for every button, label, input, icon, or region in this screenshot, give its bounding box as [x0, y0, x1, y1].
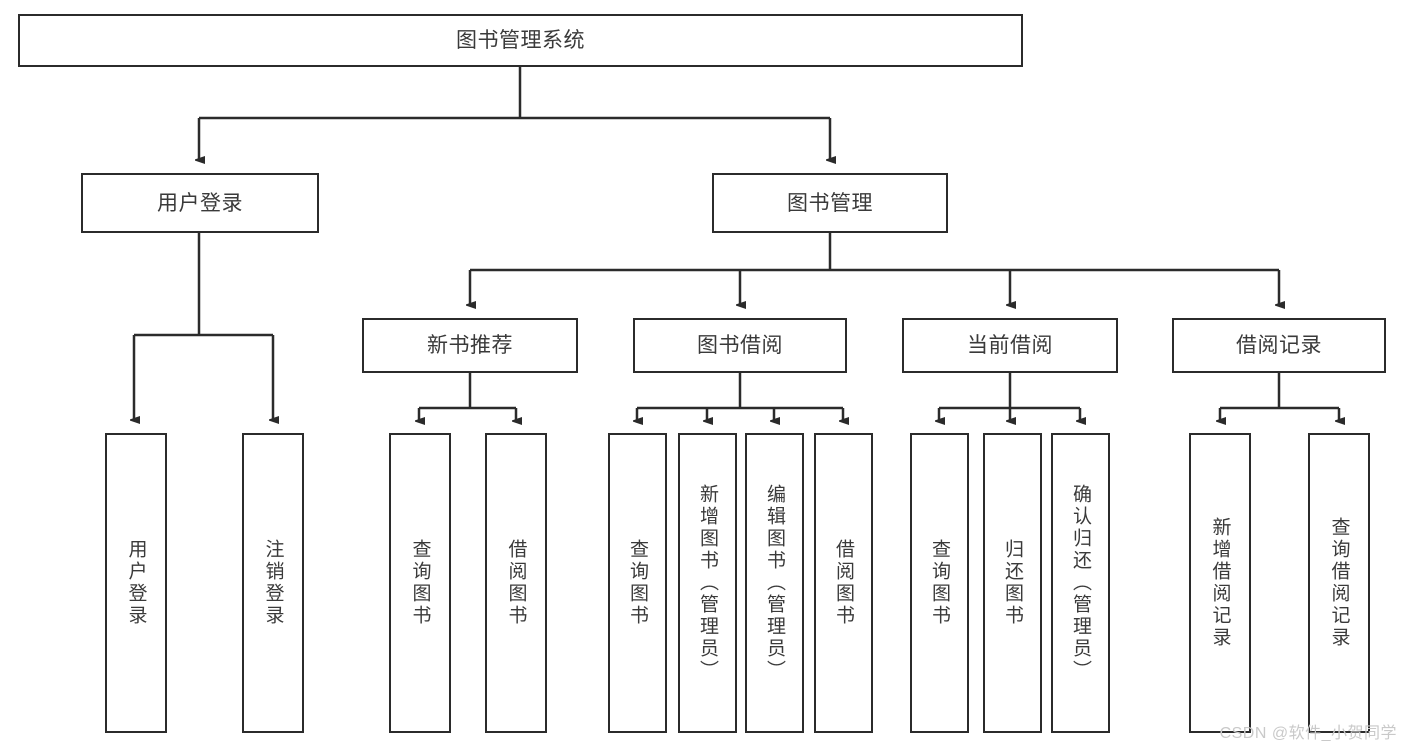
- leaf-leaf-user-login[interactable]: 用户登录: [105, 433, 167, 733]
- leaf-leaf-bb-query[interactable]: 查询图书: [608, 433, 667, 733]
- leaf-leaf-bb-add[interactable]: 新增图书（管理员）: [678, 433, 737, 733]
- leaf-leaf-lr-query[interactable]: 查询借阅记录: [1308, 433, 1370, 733]
- node-loan-records-label: 借阅记录: [1236, 334, 1322, 357]
- node-current-loans-label: 当前借阅: [967, 334, 1053, 357]
- leaf-leaf-logout-label: 注销登录: [262, 539, 284, 627]
- leaf-leaf-rec-borrow-label: 借阅图书: [505, 539, 527, 627]
- node-new-book-rec-label: 新书推荐: [427, 334, 513, 357]
- leaf-leaf-user-login-label: 用户登录: [125, 539, 147, 627]
- leaf-leaf-cl-return[interactable]: 归还图书: [983, 433, 1042, 733]
- leaf-leaf-lr-add-label: 新增借阅记录: [1209, 517, 1231, 649]
- leaf-leaf-lr-query-label: 查询借阅记录: [1328, 517, 1350, 649]
- node-user-login[interactable]: 用户登录: [81, 173, 319, 233]
- leaf-leaf-bb-edit-label: 编辑图书（管理员）: [764, 484, 785, 682]
- leaf-leaf-bb-borrow[interactable]: 借阅图书: [814, 433, 873, 733]
- node-new-book-rec[interactable]: 新书推荐: [362, 318, 578, 373]
- leaf-leaf-cl-query-label: 查询图书: [929, 539, 950, 627]
- leaf-leaf-bb-add-label: 新增图书（管理员）: [697, 484, 718, 682]
- leaf-leaf-cl-return-label: 归还图书: [1002, 539, 1023, 627]
- leaf-leaf-bb-edit[interactable]: 编辑图书（管理员）: [745, 433, 804, 733]
- leaf-leaf-rec-query-label: 查询图书: [409, 539, 431, 627]
- leaf-leaf-cl-confirm-label: 确认归还（管理员）: [1070, 484, 1091, 682]
- leaf-leaf-logout[interactable]: 注销登录: [242, 433, 304, 733]
- node-book-manage-label: 图书管理: [787, 191, 873, 215]
- leaf-leaf-bb-borrow-label: 借阅图书: [833, 539, 854, 627]
- leaf-leaf-rec-borrow[interactable]: 借阅图书: [485, 433, 547, 733]
- node-loan-records[interactable]: 借阅记录: [1172, 318, 1386, 373]
- node-user-login-label: 用户登录: [157, 191, 243, 215]
- node-book-borrow[interactable]: 图书借阅: [633, 318, 847, 373]
- node-book-manage[interactable]: 图书管理: [712, 173, 948, 233]
- watermark: CSDN @软件_小贺同学: [1219, 725, 1397, 742]
- leaf-leaf-lr-add[interactable]: 新增借阅记录: [1189, 433, 1251, 733]
- leaf-leaf-cl-confirm[interactable]: 确认归还（管理员）: [1051, 433, 1110, 733]
- node-root[interactable]: 图书管理系统: [18, 14, 1023, 67]
- leaf-leaf-rec-query[interactable]: 查询图书: [389, 433, 451, 733]
- node-current-loans[interactable]: 当前借阅: [902, 318, 1118, 373]
- node-root-label: 图书管理系统: [456, 29, 585, 52]
- node-book-borrow-label: 图书借阅: [697, 334, 783, 357]
- leaf-leaf-bb-query-label: 查询图书: [627, 539, 648, 627]
- leaf-leaf-cl-query[interactable]: 查询图书: [910, 433, 969, 733]
